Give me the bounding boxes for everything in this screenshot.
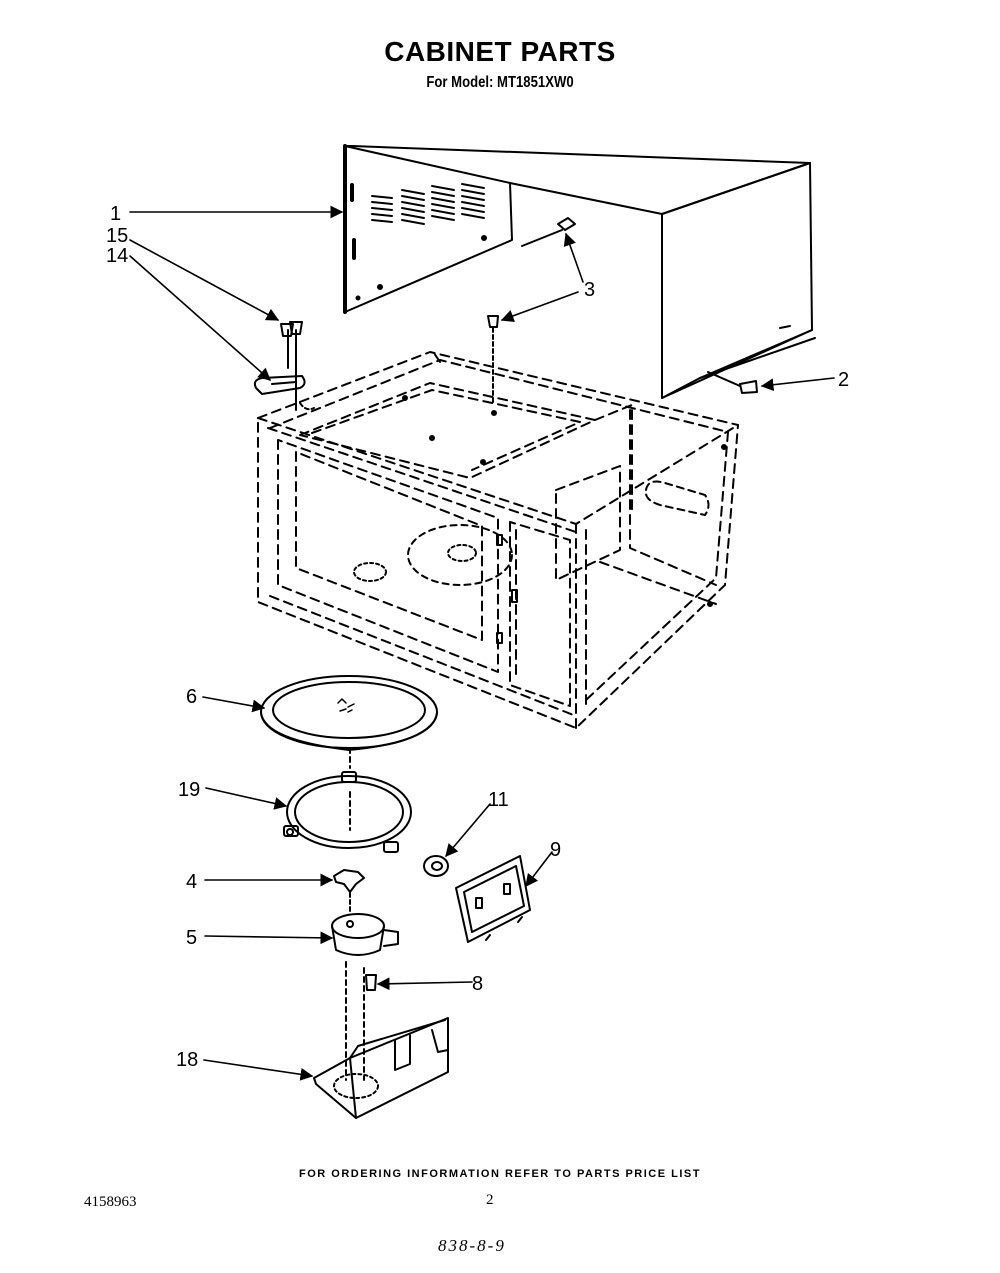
callout-18: 18	[176, 1049, 198, 1071]
document-number: 4158963	[84, 1194, 137, 1210]
motor-screw-part	[365, 974, 377, 991]
callout-9: 9	[550, 839, 561, 861]
callout-14: 14	[106, 245, 128, 267]
callout-4: 4	[186, 871, 197, 893]
chassis-details	[353, 395, 727, 644]
hinge-screws-part	[280, 321, 303, 337]
rear-screw-part	[707, 371, 758, 394]
oven-chassis-dashed	[257, 349, 739, 729]
hinge-bracket-part	[253, 329, 315, 411]
callout-6: 6	[186, 686, 197, 708]
cabinet-wrapper-part	[343, 144, 816, 399]
motor-bracket-part	[313, 1017, 449, 1119]
callout-5: 5	[186, 927, 197, 949]
callout-19: 19	[178, 779, 200, 801]
coupling-part	[333, 869, 365, 913]
callout-11: 11	[488, 789, 509, 811]
cover-plate-part	[455, 855, 531, 943]
callout-leader-lines	[129, 205, 835, 1081]
glass-tray-part	[260, 675, 438, 751]
callout-labels: 1 15 14 3 2 6 19 11 9 4 5 8 18	[106, 203, 849, 1071]
roller-ring-part	[283, 771, 412, 853]
callout-1: 1	[110, 203, 121, 225]
callout-15: 15	[106, 225, 128, 247]
model-subtitle: For Model: MT1851XW0	[426, 74, 574, 91]
ordering-info-note: FOR ORDERING INFORMATION REFER TO PARTS …	[299, 1168, 701, 1180]
callout-8: 8	[472, 973, 483, 995]
callout-3: 3	[584, 279, 595, 301]
cabinet-screw-part	[487, 217, 576, 403]
turntable-motor-part	[331, 913, 399, 1081]
grommet-part	[423, 855, 449, 877]
page-title: CABINET PARTS	[384, 36, 616, 67]
date-code: 838-8-9	[438, 1236, 506, 1255]
callout-2: 2	[838, 369, 849, 391]
page-number: 2	[486, 1192, 494, 1208]
